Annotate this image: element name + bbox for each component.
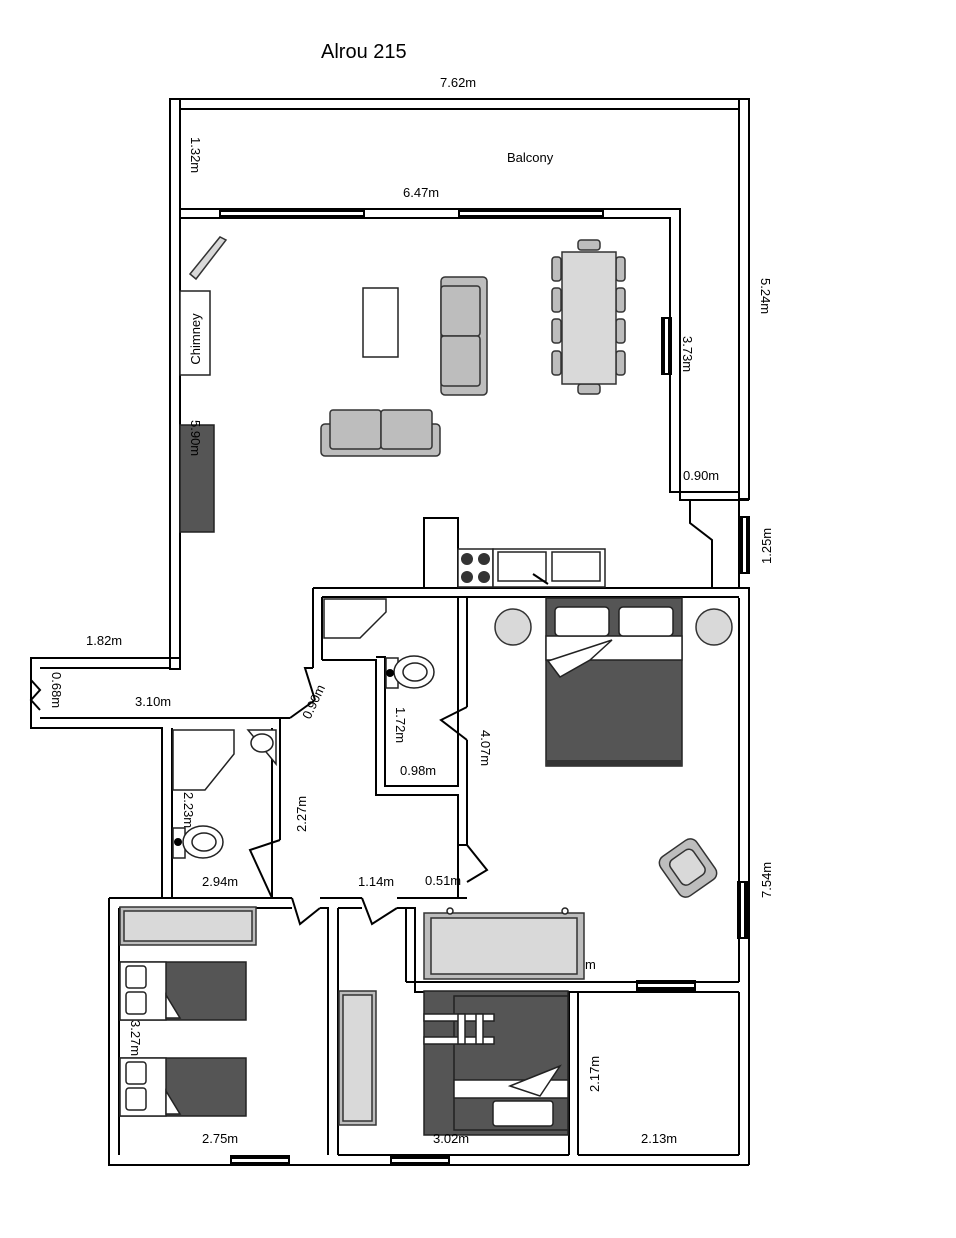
bunk-bed [423, 990, 569, 1136]
dim-entry-door: 0.68m [49, 672, 64, 708]
window-balcony-left [219, 208, 365, 219]
door-diag [303, 667, 316, 701]
dim-corridor-b: 3.10m [135, 694, 171, 709]
dim-partial: m [585, 957, 596, 972]
dim-balcony-depth: 1.32m [188, 137, 203, 173]
dim-hall-height: 2.27m [294, 796, 309, 832]
window-step [739, 516, 750, 574]
dim-room2-width: 3.02m [433, 1131, 469, 1146]
dim-door-diag: 0.90m [299, 682, 328, 721]
nightstand-right [695, 608, 733, 646]
dim-bath-height: 2.23m [181, 792, 196, 828]
window-dining [661, 317, 672, 375]
dim-step-width: 0.90m [683, 468, 719, 483]
window-balcony-right [458, 208, 604, 219]
room1-desk [119, 906, 257, 946]
bath-sink [246, 729, 277, 767]
dim-wc-height: 1.72m [393, 707, 408, 743]
armchair [658, 838, 718, 898]
dim-corridor-a: 1.82m [86, 633, 122, 648]
kitchen-stove [457, 548, 494, 588]
coffee-table [362, 287, 399, 358]
door-bath [248, 839, 281, 899]
fireplace-tool [188, 236, 228, 281]
window-bedroom [737, 881, 748, 939]
double-bed [545, 597, 683, 767]
dim-room3-width: 2.13m [641, 1131, 677, 1146]
chimney-label: Chimney [188, 313, 203, 365]
dim-bed-room-height: 4.07m [478, 730, 493, 766]
dim-dining-wall: 3.73m [680, 336, 695, 372]
plan-title: Alrou 215 [321, 41, 407, 63]
dim-step-height: 1.25m [759, 528, 774, 564]
dining-table [551, 239, 626, 395]
bath-toilet [172, 825, 224, 859]
wc-shower [323, 598, 387, 639]
dim-living-width: 6.47m [403, 185, 439, 200]
dim-bath-width: 2.94m [202, 874, 238, 889]
dim-room1-width: 2.75m [202, 1131, 238, 1146]
kitchen-sink [492, 548, 606, 588]
door-room1 [291, 897, 321, 926]
dim-hall-width: 1.14m [358, 874, 394, 889]
nightstand-left [494, 608, 532, 646]
door-room2 [361, 897, 398, 926]
dresser [423, 907, 585, 980]
chimney: Chimney [179, 290, 211, 376]
dim-hall-step: 0.51m [425, 873, 461, 888]
dim-top-width: 7.62m [440, 75, 476, 90]
bath-shower [172, 729, 235, 791]
sideboard [179, 424, 215, 533]
dim-right-height: 5.24m [758, 278, 773, 314]
twin-bed-2 [119, 1057, 247, 1117]
door-bedroom [439, 706, 468, 741]
room2-wardrobe [338, 990, 377, 1126]
window-room3 [636, 980, 696, 991]
twin-bed-1 [119, 961, 247, 1021]
dim-left-wall: 5.90m [188, 420, 203, 456]
dim-right-total: 7.54m [759, 862, 774, 898]
window-room2 [390, 1155, 450, 1166]
wc-toilet [385, 655, 435, 689]
door-entry [29, 679, 42, 711]
dim-room3-height: 2.17m [587, 1056, 602, 1092]
dim-room1-height: 3.27m [128, 1020, 143, 1056]
window-room1 [230, 1155, 290, 1166]
dim-wc-width: 0.98m [400, 763, 436, 778]
sofa-right [440, 276, 488, 396]
balcony-label: Balcony [507, 150, 554, 165]
sofa-bottom [320, 409, 441, 457]
